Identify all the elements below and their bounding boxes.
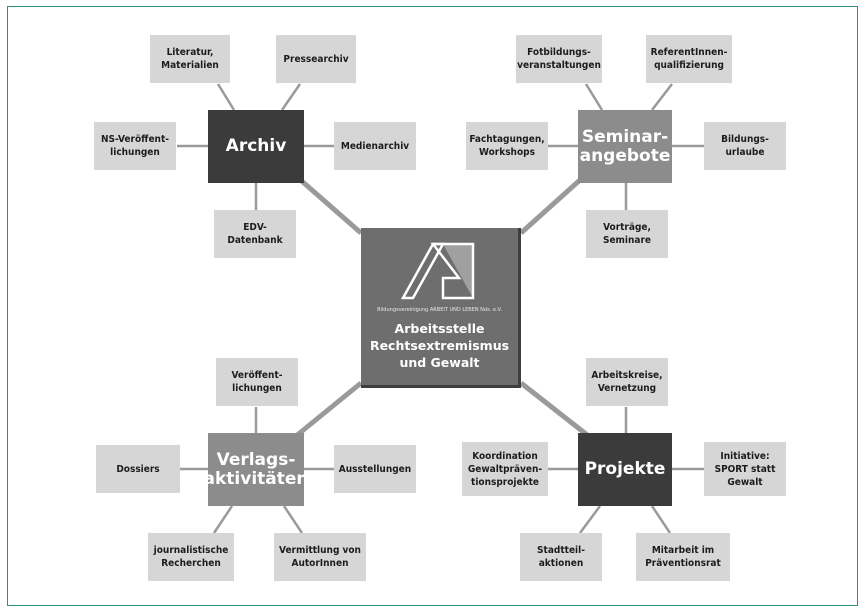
center-node: Bildungsvereinigung ARBEIT UND LEBEN Nds… bbox=[361, 228, 521, 388]
leaf-medienarchiv: Medienarchiv bbox=[334, 122, 416, 170]
arbeit-und-leben-logo-icon bbox=[400, 242, 475, 300]
leaf-vermittlung-von-autorinnen: Vermittlung von AutorInnen bbox=[274, 533, 366, 581]
leaf-pressearchiv: Pressearchiv bbox=[276, 35, 356, 83]
leaf-veroeffentlichungen: Veröffent- lichungen bbox=[216, 358, 298, 406]
connector-seminar-fotbildung bbox=[584, 83, 604, 111]
leaf-mitarbeit-im-praeventionsrat: Mitarbeit im Präventionsrat bbox=[636, 533, 730, 581]
leaf-referentinnenqualifizierung: ReferentInnen- qualifizierung bbox=[646, 35, 732, 83]
leaf-arbeitskreise-vernetzung: Arbeitskreise, Vernetzung bbox=[586, 358, 668, 406]
leaf-fotbildungsveranstaltungen: Fotbildungs- veranstaltungen bbox=[516, 35, 602, 83]
leaf-bildungsurlaube: Bildungs- urlaube bbox=[704, 122, 786, 170]
connector-projekte-stadtteil bbox=[578, 505, 602, 534]
leaf-dossiers: Dossiers bbox=[96, 445, 180, 493]
leaf-initiative-sport-statt-gewalt: Initiative: SPORT statt Gewalt bbox=[704, 442, 786, 496]
hub-projekte: Projekte bbox=[578, 433, 672, 506]
leaf-koordination-gewaltpraeventionsprojekte: Koordination Gewaltpräven- tionsprojekte bbox=[462, 442, 548, 496]
leaf-edv-datenbank: EDV- Datenbank bbox=[214, 210, 296, 258]
center-subtitle: Bildungsvereinigung ARBEIT UND LEBEN Nds… bbox=[377, 307, 502, 313]
connector-verlag-vermittlung bbox=[282, 505, 304, 534]
connector-seminar-referent bbox=[651, 83, 673, 111]
leaf-ausstellungen: Ausstellungen bbox=[334, 445, 416, 493]
leaf-ns-veroeffentlichungen: NS-Veröffent- lichungen bbox=[94, 122, 176, 170]
leaf-fachtagungen-workshops: Fachtagungen, Workshops bbox=[466, 122, 548, 170]
connector-projekte-mitarbeit bbox=[650, 505, 672, 534]
hub-verlagsaktivitaeten: Verlags- aktivitäten bbox=[204, 433, 309, 506]
hub-archiv: Archiv bbox=[208, 110, 304, 183]
connector-verlag-journalistisch bbox=[212, 505, 234, 534]
leaf-journalistische-recherchen: journalistische Recherchen bbox=[148, 533, 234, 581]
leaf-stadtteilaktionen: Stadtteil- aktionen bbox=[520, 533, 602, 581]
leaf-vortraege-seminare: Vorträge, Seminare bbox=[586, 210, 668, 258]
hub-seminarangebote: Seminar- angebote bbox=[578, 110, 672, 183]
connector-archiv-literatur bbox=[216, 83, 236, 111]
connector-archiv-pressearchiv bbox=[280, 83, 302, 111]
center-title: Arbeitsstelle Rechtsextremismus und Gewa… bbox=[369, 321, 510, 370]
leaf-literatur-materialien: Literatur, Materialien bbox=[150, 35, 230, 83]
